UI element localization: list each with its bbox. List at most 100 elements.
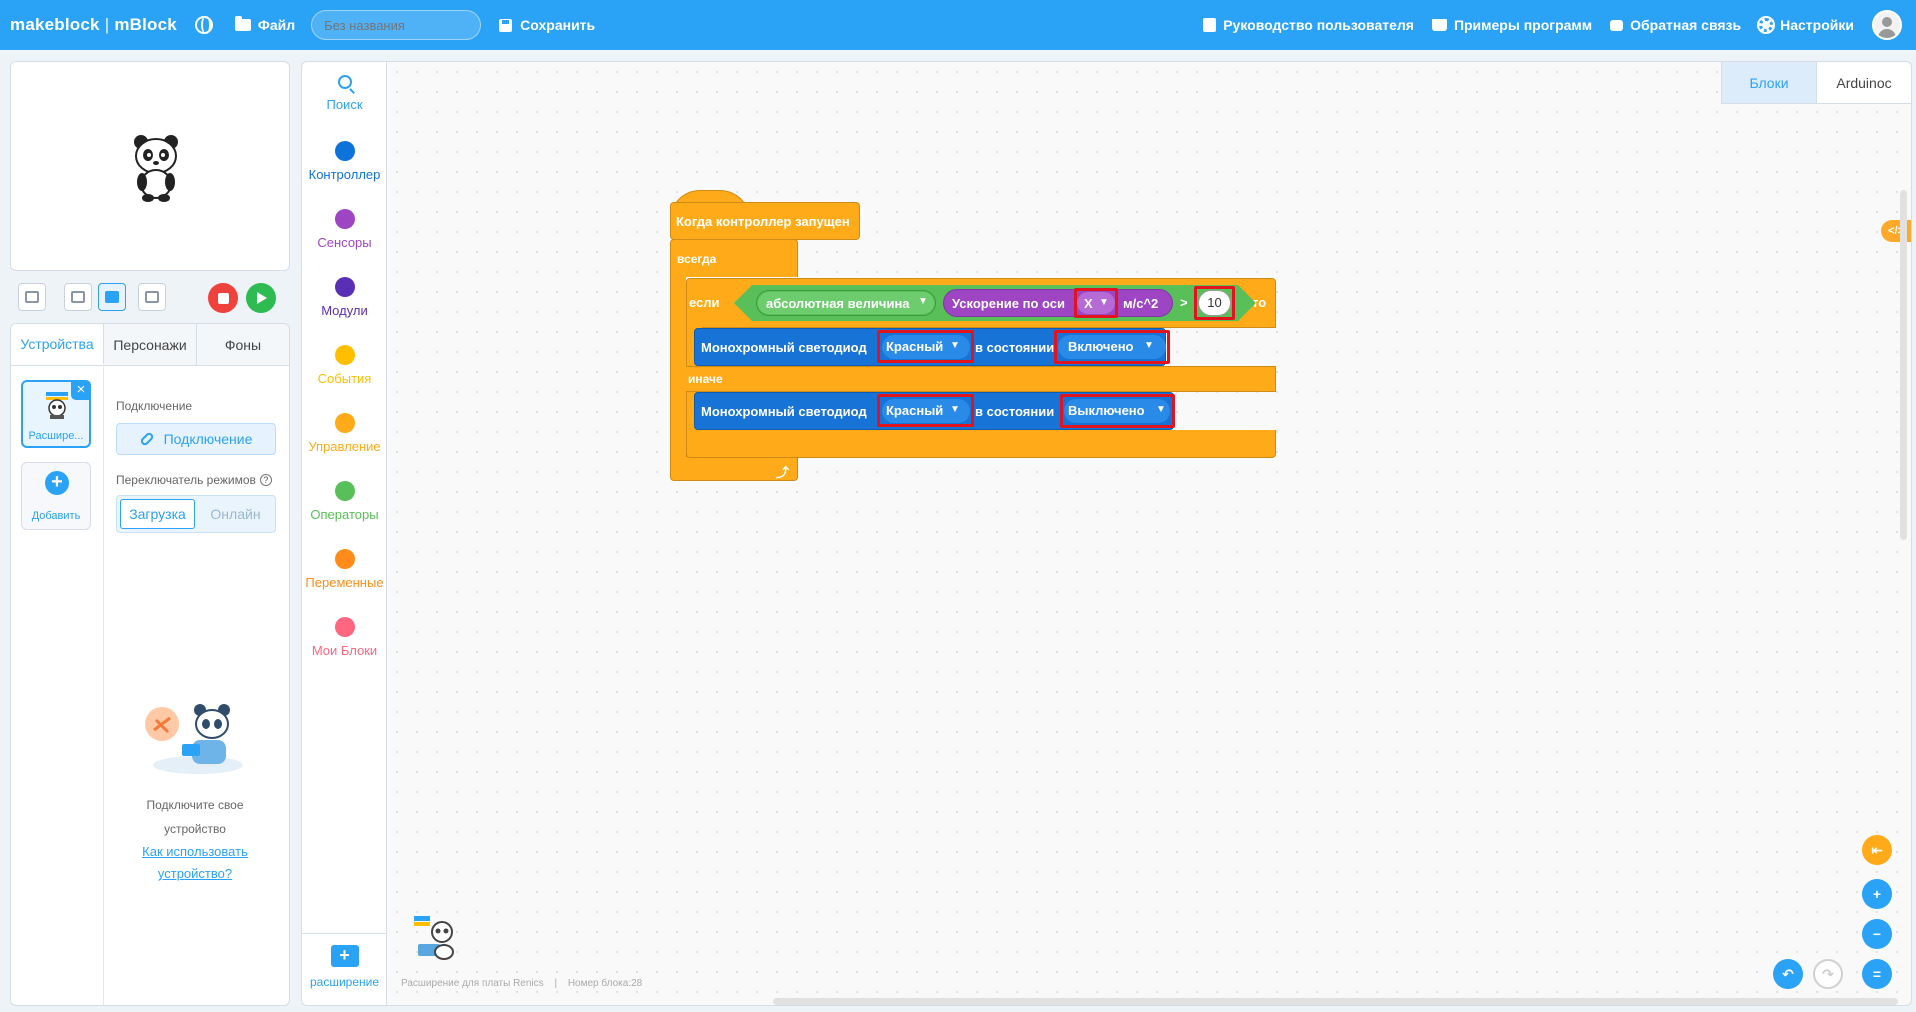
link-icon bbox=[138, 431, 155, 447]
document-icon bbox=[1203, 18, 1217, 32]
normal-stage-button[interactable] bbox=[98, 283, 126, 311]
top-bar: makeblock|mBlock Файл Сохранить Руководс… bbox=[0, 0, 1916, 50]
language-globe-icon[interactable] bbox=[194, 16, 213, 34]
grid-view-button[interactable] bbox=[138, 283, 166, 311]
abs-value-dropdown[interactable]: абсолютная величина ▼ bbox=[758, 292, 934, 314]
logo-brand: makeblock bbox=[10, 15, 100, 34]
project-title-input[interactable] bbox=[311, 10, 482, 40]
no-device-message-line1: Подключите свое bbox=[146, 798, 244, 812]
fullscreen-button[interactable] bbox=[18, 283, 46, 311]
tab-devices[interactable]: Устройства bbox=[11, 324, 104, 365]
no-device-illustration-icon bbox=[145, 704, 243, 774]
device-card[interactable]: Расшире... × bbox=[21, 380, 91, 448]
how-to-use-device-link[interactable]: Как использовать устройство? bbox=[105, 841, 285, 885]
category-operators[interactable]: Операторы bbox=[302, 481, 387, 522]
led-color-dropdown[interactable]: Красный ▼ bbox=[882, 335, 970, 359]
collapse-blocks-icon[interactable]: ⇤ bbox=[1862, 835, 1892, 865]
category-label: Переменные bbox=[305, 575, 384, 590]
category-sensors[interactable]: Сенсоры bbox=[302, 209, 387, 250]
redo-icon[interactable]: ↷ bbox=[1813, 959, 1843, 989]
undo-icon[interactable]: ↶ bbox=[1773, 959, 1803, 989]
led-color-dropdown[interactable]: Красный ▼ bbox=[882, 399, 970, 423]
script-workspace[interactable]: Блоки Arduinoc </> bbox=[386, 61, 1912, 1006]
green-flag-button[interactable] bbox=[246, 283, 276, 313]
highlight-axis bbox=[1074, 288, 1118, 318]
when-controller-starts-block[interactable]: Когда контроллер запущен bbox=[670, 190, 860, 240]
save-disk-icon bbox=[499, 18, 513, 32]
axis-dropdown[interactable]: X ▼ bbox=[1077, 292, 1115, 314]
if-else-block-bottom bbox=[686, 430, 1276, 458]
category-label: Мои Блоки bbox=[311, 643, 378, 658]
connect-button[interactable]: Подключение bbox=[116, 423, 276, 455]
tab-arduinoc[interactable]: Arduinoc bbox=[1816, 62, 1911, 104]
save-button[interactable]: Сохранить bbox=[499, 17, 595, 33]
category-search-label: Поиск bbox=[326, 97, 363, 112]
then-label: то bbox=[1252, 295, 1267, 310]
feedback-link[interactable]: Обратная связь bbox=[1610, 17, 1741, 33]
category-variables[interactable]: Переменные bbox=[302, 549, 387, 590]
status-extension-text: Расширение для платы Renics bbox=[401, 978, 544, 989]
highlight-color-2 bbox=[877, 394, 974, 427]
plus-icon: + bbox=[45, 471, 69, 495]
category-search[interactable]: Поиск bbox=[302, 75, 387, 112]
state-label: в состоянии bbox=[975, 404, 1055, 419]
acceleration-reporter-block[interactable]: Ускорение по оси м/с^2 bbox=[943, 289, 1173, 317]
highlight-color-1 bbox=[877, 330, 974, 363]
device-settings: Подключение Подключение Переключатель ре… bbox=[116, 367, 286, 533]
color-dropdown-arrow-icon: ▼ bbox=[950, 404, 960, 415]
category-modules[interactable]: Модули bbox=[302, 277, 387, 318]
hat-block-label: Когда контроллер запущен bbox=[676, 214, 850, 229]
category-label: Операторы bbox=[310, 507, 379, 522]
mode-switch-text: Переключатель режимов bbox=[116, 473, 256, 487]
help-icon[interactable]: ? bbox=[259, 474, 272, 486]
fullscreen-icon bbox=[25, 291, 39, 303]
if-label: если bbox=[689, 295, 720, 310]
threshold-input[interactable]: 10 bbox=[1198, 290, 1231, 316]
connection-section-label: Подключение bbox=[116, 399, 193, 413]
panda-sprite-icon[interactable] bbox=[129, 132, 183, 202]
small-stage-button[interactable] bbox=[64, 283, 92, 311]
stop-button[interactable] bbox=[208, 283, 238, 313]
loop-arrow-icon: ⤴ bbox=[776, 465, 790, 480]
zoom-out-icon[interactable]: − bbox=[1862, 919, 1892, 949]
stage-preview[interactable] bbox=[10, 61, 290, 271]
mode-online-option[interactable]: Онлайн bbox=[210, 506, 261, 522]
mode-upload-option[interactable]: Загрузка bbox=[120, 499, 195, 529]
file-menu-button[interactable]: Файл bbox=[234, 16, 295, 33]
extension-button[interactable]: + расширение bbox=[302, 933, 387, 1005]
user-avatar[interactable] bbox=[1872, 10, 1902, 40]
acceleration-label: Ускорение по оси bbox=[952, 296, 1066, 311]
vertical-scrollbar[interactable] bbox=[1900, 190, 1907, 540]
led-state-off-dropdown[interactable]: Выключено ▼ bbox=[1064, 399, 1170, 423]
zoom-in-icon[interactable]: + bbox=[1862, 879, 1892, 909]
user-guide-label: Руководство пользователя bbox=[1223, 17, 1414, 33]
category-controller[interactable]: Контроллер bbox=[302, 141, 387, 182]
reset-zoom-icon[interactable]: = bbox=[1862, 959, 1892, 989]
add-device-button[interactable]: + Добавить bbox=[21, 462, 91, 530]
horizontal-scrollbar[interactable] bbox=[773, 998, 1898, 1005]
examples-link[interactable]: Примеры программ bbox=[1431, 17, 1593, 33]
category-events[interactable]: События bbox=[302, 345, 387, 386]
tab-backdrops[interactable]: Фоны bbox=[224, 336, 262, 353]
category-my-blocks[interactable]: Мои Блоки bbox=[302, 617, 387, 658]
forever-block[interactable]: всегда bbox=[670, 239, 798, 277]
highlight-threshold bbox=[1194, 286, 1235, 320]
acceleration-unit: м/с^2 bbox=[1123, 296, 1159, 311]
category-label: Модули bbox=[321, 303, 368, 318]
remove-device-close-icon[interactable]: × bbox=[71, 380, 91, 400]
tab-sprites[interactable]: Персонажи bbox=[104, 324, 197, 365]
led-color-value: Красный bbox=[886, 339, 944, 354]
category-label: Контроллер bbox=[308, 167, 381, 182]
led-color-value: Красный bbox=[886, 403, 944, 418]
led-state-on-dropdown[interactable]: Включено ▼ bbox=[1058, 335, 1166, 359]
examples-label: Примеры программ bbox=[1453, 17, 1593, 33]
device-panda-icon bbox=[46, 392, 68, 419]
device-name: Расшире... bbox=[28, 430, 84, 442]
category-control[interactable]: Управление bbox=[302, 413, 387, 454]
settings-link[interactable]: Настройки bbox=[1757, 16, 1854, 34]
settings-label: Настройки bbox=[1780, 17, 1854, 33]
tab-blocks[interactable]: Блоки bbox=[1721, 62, 1816, 104]
app-logo: makeblock|mBlock bbox=[10, 15, 177, 35]
user-guide-link[interactable]: Руководство пользователя bbox=[1203, 17, 1414, 33]
operators-dot-icon bbox=[334, 481, 355, 501]
